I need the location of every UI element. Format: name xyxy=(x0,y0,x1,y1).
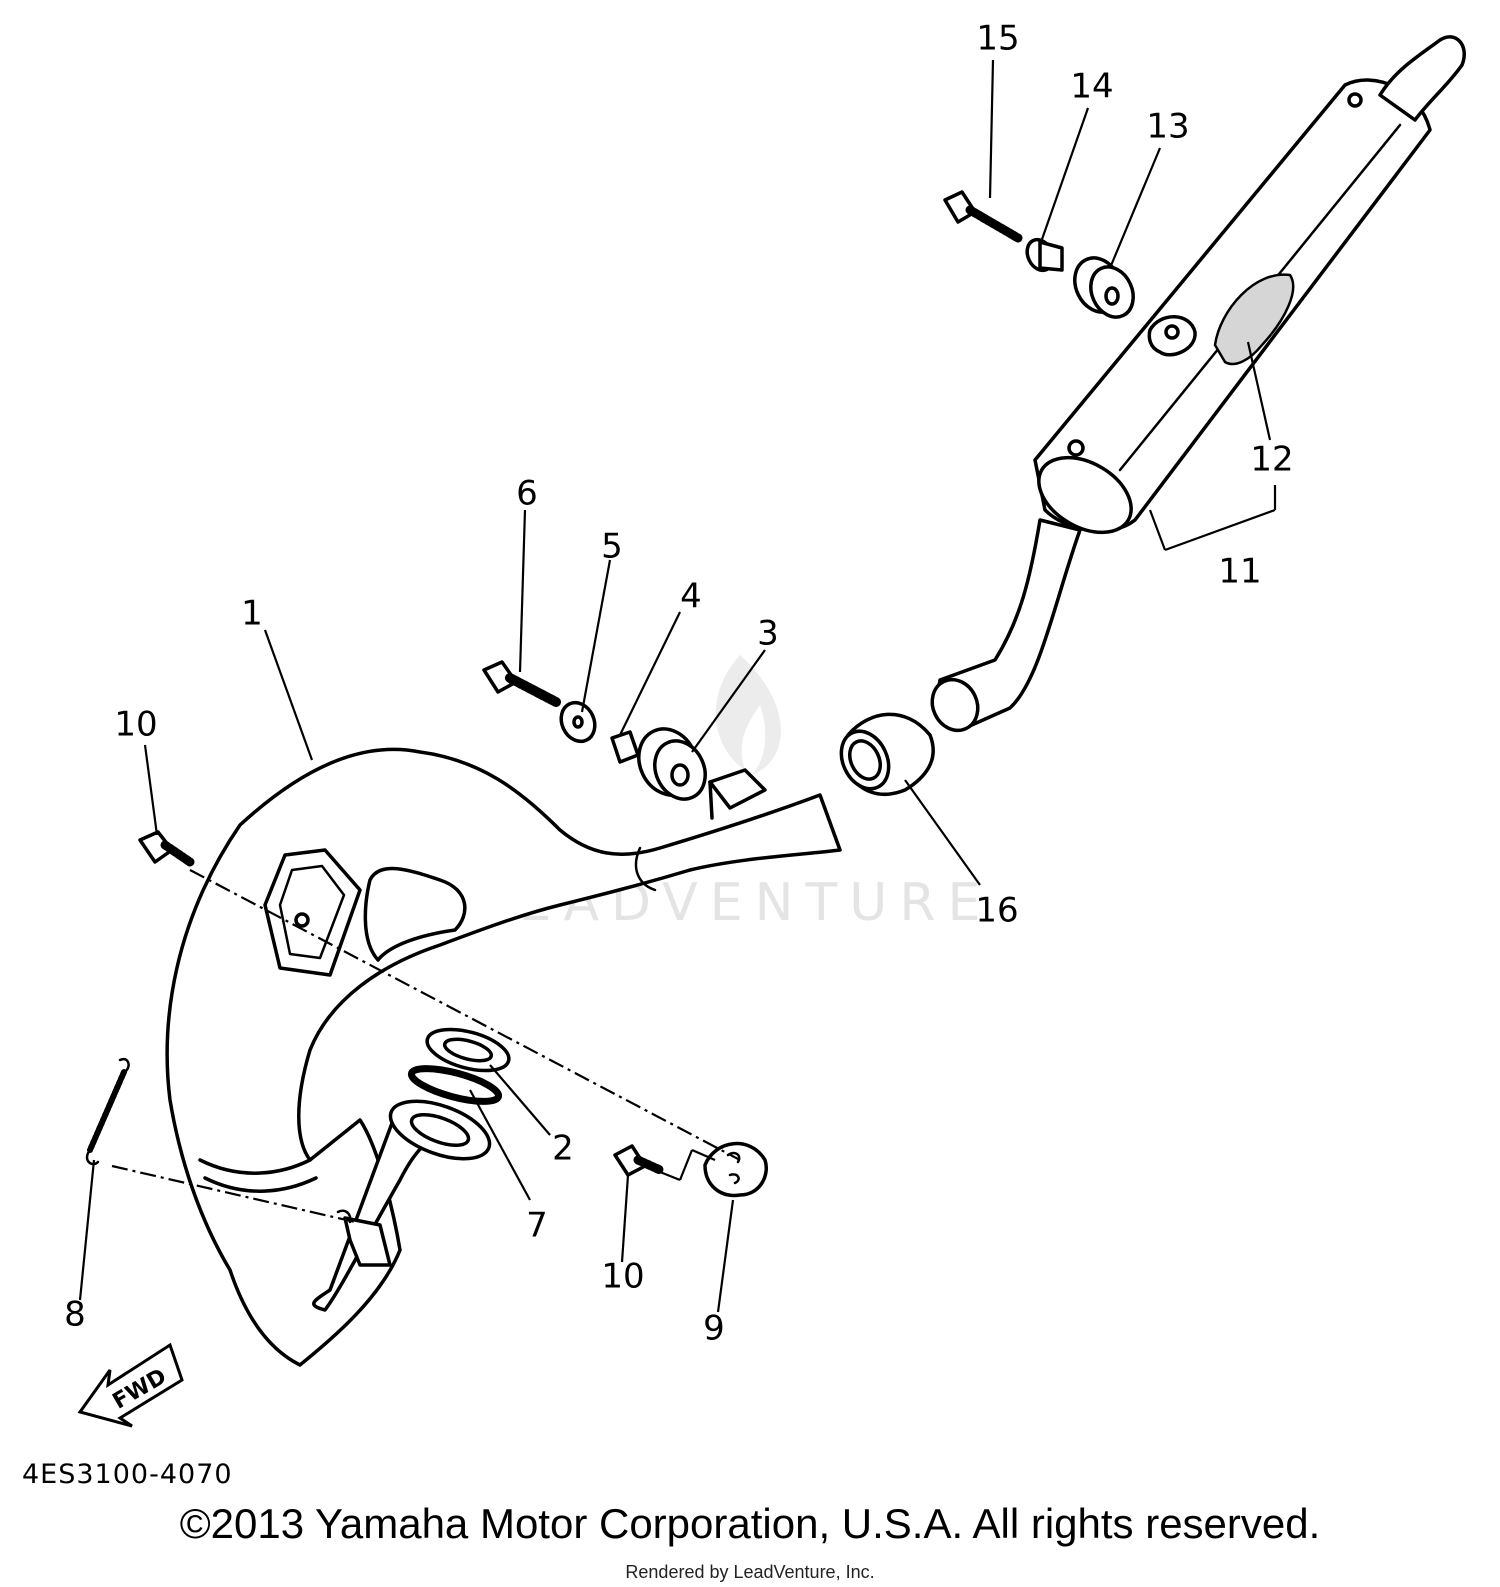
callout-8: 8 xyxy=(64,1295,86,1335)
part-15-bolt[interactable] xyxy=(943,190,1023,243)
part-9-holder[interactable] xyxy=(703,1142,768,1198)
part-13-damper[interactable] xyxy=(1066,250,1141,324)
callout-1: 1 xyxy=(241,594,263,634)
part-16-joint[interactable] xyxy=(832,712,935,796)
part-2-gasket[interactable] xyxy=(423,1022,513,1079)
callouts: 1 2 3 4 5 6 7 8 9 10 10 11 12 13 14 15 1… xyxy=(64,19,1293,1349)
part-4-collar[interactable] xyxy=(610,730,640,764)
callout-15: 15 xyxy=(976,19,1019,59)
callout-10-lower: 10 xyxy=(601,1257,644,1297)
part-6-bolt[interactable] xyxy=(482,660,561,707)
part-3-damper[interactable] xyxy=(628,719,714,807)
callout-16: 16 xyxy=(975,891,1018,931)
callout-13: 13 xyxy=(1146,107,1189,147)
callout-3: 3 xyxy=(757,614,779,654)
diagram-code: 4ES3100-4070 xyxy=(22,1459,233,1490)
part-7-oring[interactable] xyxy=(407,1062,503,1108)
part-5-washer[interactable] xyxy=(555,697,601,747)
copyright-notice: ©2013 Yamaha Motor Corporation, U.S.A. A… xyxy=(179,1500,1321,1547)
callout-14: 14 xyxy=(1070,67,1113,107)
callout-10-upper: 10 xyxy=(114,705,157,745)
callout-7: 7 xyxy=(526,1206,548,1246)
rendered-by-note: Rendered by LeadVenture, Inc. xyxy=(625,1562,875,1582)
callout-9: 9 xyxy=(703,1309,725,1349)
part-10-bolt-lower[interactable] xyxy=(613,1144,665,1177)
callout-5: 5 xyxy=(601,527,623,567)
part-1-exhaust-pipe[interactable] xyxy=(165,747,842,1367)
leader-lines xyxy=(78,59,1277,1313)
part-8-spring[interactable] xyxy=(85,1057,130,1166)
part-12-packing[interactable] xyxy=(1213,273,1295,366)
callout-12: 12 xyxy=(1250,440,1293,480)
callout-11: 11 xyxy=(1218,552,1261,592)
callout-4: 4 xyxy=(680,577,702,617)
fwd-arrow: FWD xyxy=(77,1342,184,1428)
callout-2: 2 xyxy=(552,1129,574,1169)
part-10-bolt-upper[interactable] xyxy=(138,830,195,867)
callout-6: 6 xyxy=(516,474,538,514)
part-11-silencer[interactable] xyxy=(924,35,1466,738)
part-14-collar[interactable] xyxy=(1022,235,1064,274)
